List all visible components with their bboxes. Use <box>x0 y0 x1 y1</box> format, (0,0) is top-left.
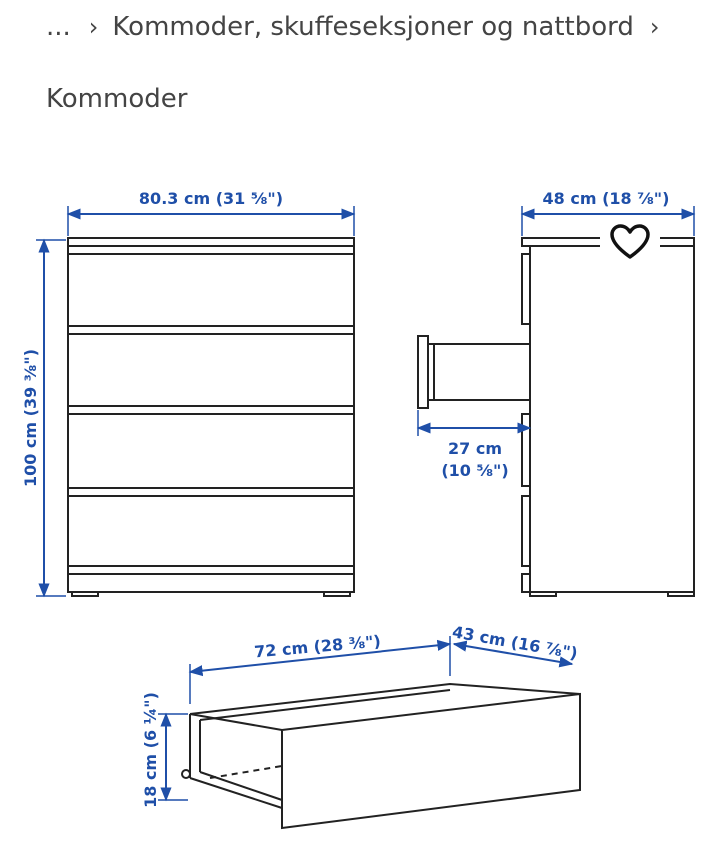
depth-dimension: 48 cm (18 ⅞") <box>520 189 696 236</box>
height-label: 100 cm (39 ⅜") <box>21 349 40 487</box>
drawer-detail-view <box>181 682 581 830</box>
breadcrumb-link-parent[interactable]: Kommoder, skuffeseksjoner og nattbord <box>112 12 634 42</box>
drawer-width-dimension: 72 cm (28 ⅜") <box>188 632 452 704</box>
width-label: 80.3 cm (31 ⅝") <box>139 189 283 208</box>
drawer-width-label: 72 cm (28 ⅜") <box>253 632 381 662</box>
breadcrumb-ellipsis[interactable]: ... <box>46 12 71 42</box>
chevron-right-icon: › <box>649 13 660 41</box>
breadcrumb: ... › Kommoder, skuffeseksjoner og nattb… <box>46 10 688 116</box>
extension-dimension: 27 cm (10 ⅝") <box>416 410 532 480</box>
breadcrumb-current[interactable]: Kommoder <box>46 84 188 114</box>
drawer-depth-dimension: 43 cm (16 ⅞") <box>451 622 579 668</box>
chevron-right-icon: › <box>88 13 99 41</box>
depth-label: 48 cm (18 ⅞") <box>543 189 670 208</box>
drawer-depth-label: 43 cm (16 ⅞") <box>451 622 579 663</box>
drawer-height-label: 18 cm (6 ¼") <box>141 692 160 808</box>
extension-label-in: (10 ⅝") <box>441 461 508 480</box>
dresser-front-view <box>67 237 355 597</box>
dresser-side-view <box>417 237 695 597</box>
extension-label-cm: 27 cm <box>448 439 502 458</box>
height-dimension: 100 cm (39 ⅜") <box>21 238 66 598</box>
heart-outline-icon <box>610 224 650 259</box>
dimension-drawing: 80.3 cm (31 ⅝") 100 cm (39 ⅜") 48 cm (18… <box>21 189 696 830</box>
favorite-button[interactable] <box>600 215 660 269</box>
width-dimension: 80.3 cm (31 ⅝") <box>66 189 356 236</box>
drawer-height-dimension: 18 cm (6 ¼") <box>141 692 188 808</box>
